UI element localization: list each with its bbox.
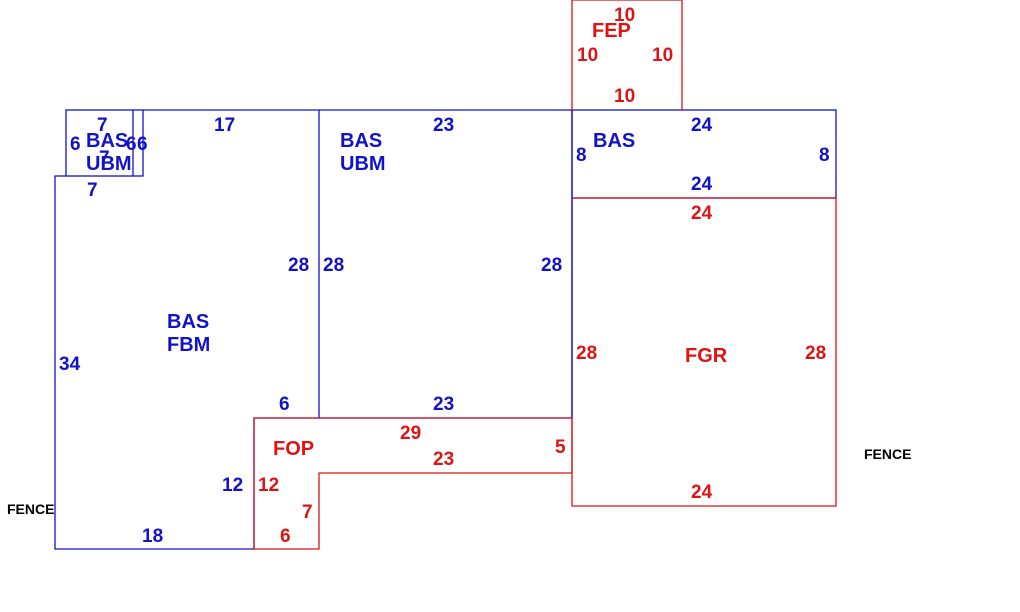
dim-right-bottom: 24 — [691, 174, 713, 195]
dim-fep-right: 10 — [652, 45, 673, 66]
other-outlines — [253, 0, 837, 550]
dim-right-left: 8 — [576, 145, 587, 166]
dim-fep-top: 10 — [614, 5, 635, 26]
dim-right-top: 24 — [691, 115, 713, 136]
dim-fbm-right: 28 — [288, 255, 309, 276]
dim-fbm-left: 34 — [59, 354, 81, 375]
dim-fop-inner: 7 — [302, 502, 313, 523]
bas-fbm-label-line2: FBM — [167, 334, 210, 356]
dim-mid-left: 28 — [323, 255, 344, 276]
dim-small-top: 7 — [97, 115, 108, 136]
dim-fop-bottom: 6 — [280, 526, 291, 547]
dim-fbm-step: 6 — [279, 394, 290, 415]
dim-fep-left: 10 — [577, 45, 598, 66]
dim-fbm-bottom: 18 — [142, 526, 163, 547]
dim-fgr-bottom: 24 — [691, 482, 713, 503]
dim-mid-top: 23 — [433, 115, 454, 136]
dim-fop-left: 12 — [258, 475, 279, 496]
dim-fop-right: 5 — [555, 437, 566, 458]
bas-fbm-label-line1: BAS — [167, 311, 209, 333]
living-dimensions: 7 6 6 6 7 7 17 28 34 6 12 18 23 28 28 23… — [59, 115, 830, 547]
fop-outline — [253, 417, 573, 550]
fep-label: FEP — [592, 20, 631, 42]
dim-fgr-right: 28 — [805, 343, 826, 364]
bas-ubm-small-outline — [65, 109, 144, 177]
bas-ubm-mid-label-line1: BAS — [340, 130, 382, 152]
dim-fbm-top: 17 — [214, 115, 235, 136]
dim-mid-bottom: 23 — [433, 394, 454, 415]
fence-label-left: FENCE — [7, 501, 54, 517]
dim-fbm-inner: 12 — [222, 475, 243, 496]
bas-ubm-small-label-line1: BAS — [86, 130, 128, 152]
dim-fop-inner-top: 23 — [433, 449, 454, 470]
dim-small-right-b: 6 — [137, 134, 148, 155]
dim-fep-bottom: 10 — [614, 86, 635, 107]
bas-right-label: BAS — [593, 130, 635, 152]
dim-small-inner: 7 — [99, 148, 110, 169]
dim-fop-top: 29 — [400, 423, 421, 444]
fgr-outline — [571, 197, 837, 507]
fop-label: FOP — [273, 438, 314, 460]
bas-ubm-small-label-line2: UBM — [86, 153, 132, 175]
dim-right-right: 8 — [819, 145, 830, 166]
dim-small-right-a: 6 — [126, 134, 137, 155]
dim-small-left: 6 — [70, 134, 81, 155]
dim-fgr-left: 28 — [576, 343, 597, 364]
dim-fgr-top: 24 — [691, 203, 713, 224]
other-dimensions: 10 10 10 10 24 28 28 24 29 23 5 12 7 6 — [258, 5, 826, 547]
area-labels: BAS UBM BAS FBM BAS UBM BAS FEP FGR FOP — [86, 20, 728, 460]
fgr-label: FGR — [685, 345, 728, 367]
fep-outline — [571, 0, 683, 110]
fence-label-right: FENCE — [864, 446, 911, 462]
dim-mid-right: 28 — [541, 255, 562, 276]
dim-small-bottom: 7 — [87, 180, 98, 201]
fence-labels: FENCE FENCE — [7, 446, 911, 517]
bas-ubm-mid-label-line2: UBM — [340, 153, 386, 175]
